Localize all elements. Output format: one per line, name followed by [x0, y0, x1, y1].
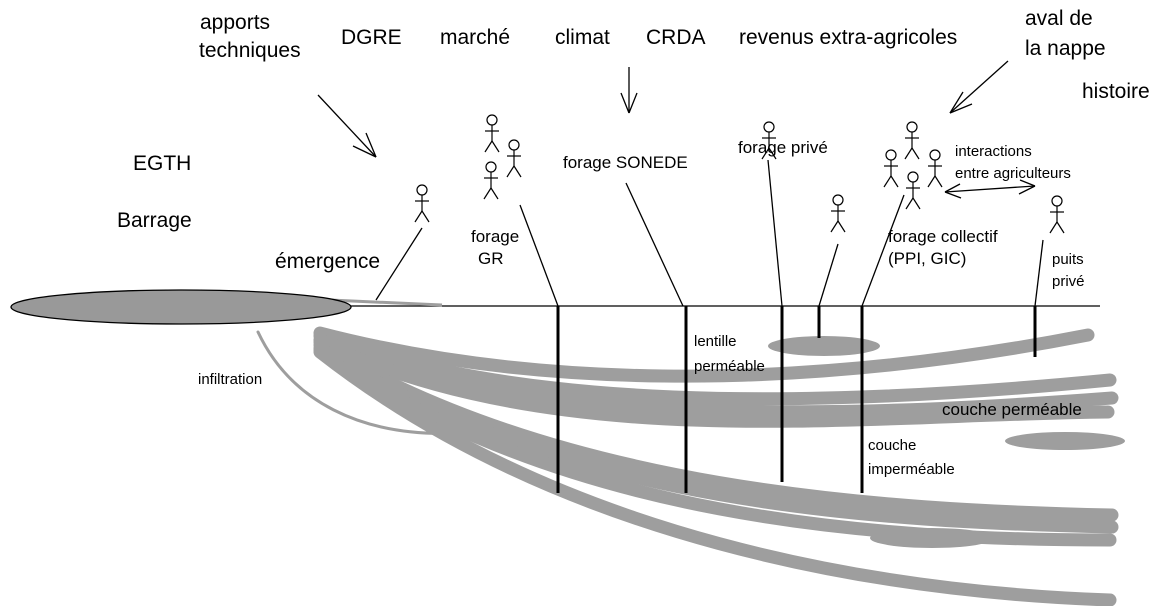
- label-forage-prive: forage privé: [738, 138, 828, 157]
- stick-figure-icon: [905, 171, 921, 210]
- arrow-aval: [949, 60, 1009, 114]
- label-aval-1: aval de: [1025, 7, 1093, 30]
- label-puits-2: privé: [1052, 273, 1085, 290]
- label-apports-1: apports: [200, 11, 270, 34]
- lens-right: [1005, 432, 1125, 450]
- stick-figure-icon: [484, 114, 500, 153]
- label-couche-permeable: couche perméable: [942, 400, 1082, 419]
- stick-figure-icon: [830, 194, 846, 233]
- strata-group: [256, 326, 1119, 606]
- label-aval-2: la nappe: [1025, 37, 1106, 60]
- lentille-connector: [818, 243, 839, 307]
- label-puits-1: puits: [1052, 251, 1084, 268]
- stratum-8: [313, 345, 1117, 606]
- stick-figure-icon: [414, 184, 430, 223]
- label-interactions-1: interactions: [955, 143, 1032, 160]
- arrow-interactions: [944, 179, 1036, 199]
- emergence-outflow: [329, 298, 443, 307]
- label-forage-sonede: forage SONEDE: [563, 153, 688, 172]
- stratum-5: [313, 338, 1119, 522]
- label-marche: marché: [440, 26, 510, 49]
- label-infiltration: infiltration: [198, 371, 262, 388]
- label-dgre: DGRE: [341, 26, 402, 49]
- stick-figure-icon: [904, 121, 920, 160]
- label-revenus: revenus extra-agricoles: [739, 26, 957, 49]
- stick-figure-icon: [1049, 195, 1065, 234]
- stratum-3: [313, 333, 1119, 419]
- label-lentille-1: lentille: [694, 333, 737, 350]
- label-forage-collectif-1: forage collectif: [888, 227, 998, 246]
- label-forage-gr-1: forage: [471, 227, 519, 246]
- stick-figure-icon: [883, 149, 899, 188]
- label-emergence: émergence: [275, 250, 380, 273]
- barrage-reservoir: [10, 289, 352, 325]
- arrow-apports: [317, 94, 377, 158]
- people-group: [414, 114, 1065, 234]
- stick-figure-icon: [927, 149, 943, 188]
- stratum-4: [313, 335, 1115, 428]
- stratum-7: [313, 343, 1117, 547]
- sonede-connector: [625, 182, 684, 307]
- label-couche-imp-2: imperméable: [868, 461, 955, 478]
- label-apports-2: techniques: [199, 39, 301, 62]
- label-forage-gr-2: GR: [478, 249, 504, 268]
- emergence-connector: [375, 227, 423, 301]
- infiltration-curve: [256, 330, 462, 435]
- gr-connector: [519, 204, 559, 307]
- lens-bottom: [870, 528, 994, 548]
- collectif-connector: [861, 194, 905, 307]
- lentille-lens: [768, 336, 880, 356]
- label-egth: EGTH: [133, 152, 191, 175]
- label-interactions-2: entre agriculteurs: [955, 165, 1071, 182]
- stick-figure-icon: [483, 161, 499, 200]
- stick-figure-icon: [761, 121, 777, 160]
- label-lentille-2: perméable: [694, 358, 765, 375]
- stratum-1: [313, 326, 1095, 383]
- stick-figure-icon: [506, 139, 522, 178]
- puits-connector: [1034, 239, 1044, 307]
- label-climat: climat: [555, 26, 610, 49]
- arrow-climat: [620, 67, 638, 114]
- label-forage-collectif-2: (PPI, GIC): [888, 249, 966, 268]
- label-barrage: Barrage: [117, 209, 192, 232]
- prive-connector: [767, 159, 783, 307]
- label-couche-imp-1: couche: [868, 437, 916, 454]
- label-histoire: histoire: [1082, 80, 1150, 103]
- label-crda: CRDA: [646, 26, 706, 49]
